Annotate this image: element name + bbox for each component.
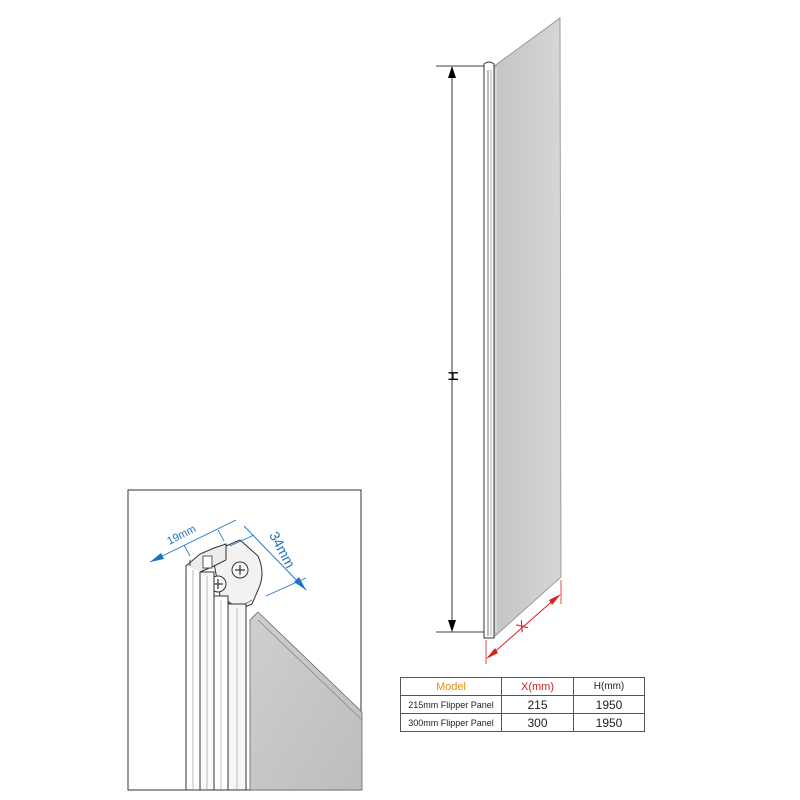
table-row: 300mm Flipper Panel 300 1950 xyxy=(400,713,645,732)
header-x: X(mm) xyxy=(501,677,574,696)
spec-table: Model X(mm) H(mm) 215mm Flipper Panel 21… xyxy=(400,677,645,732)
detail-width-dimension xyxy=(149,519,237,563)
table-row: 215mm Flipper Panel 215 1950 xyxy=(400,695,645,714)
row-model: 215mm Flipper Panel xyxy=(400,695,502,714)
detail-depth-dimension xyxy=(229,525,307,597)
width-label: X xyxy=(513,617,531,636)
header-h: H(mm) xyxy=(573,677,645,696)
row-h: 1950 xyxy=(573,695,645,714)
flipper-panel-drawing: H X xyxy=(436,17,562,664)
detail-inset: 19mm 34mm xyxy=(127,489,363,791)
screw-icon xyxy=(231,561,249,579)
glass-panel xyxy=(492,17,562,638)
row-h: 1950 xyxy=(573,713,645,732)
wall-channel-profile xyxy=(185,543,247,791)
width-dimension xyxy=(485,580,562,664)
height-label: H xyxy=(445,371,461,381)
height-dimension xyxy=(436,65,484,633)
row-x: 215 xyxy=(501,695,574,714)
wall-profile xyxy=(483,65,495,639)
spec-table-header: Model X(mm) H(mm) xyxy=(400,677,645,696)
header-model: Model xyxy=(400,677,502,696)
row-x: 300 xyxy=(501,713,574,732)
row-model: 300mm Flipper Panel xyxy=(400,713,502,732)
